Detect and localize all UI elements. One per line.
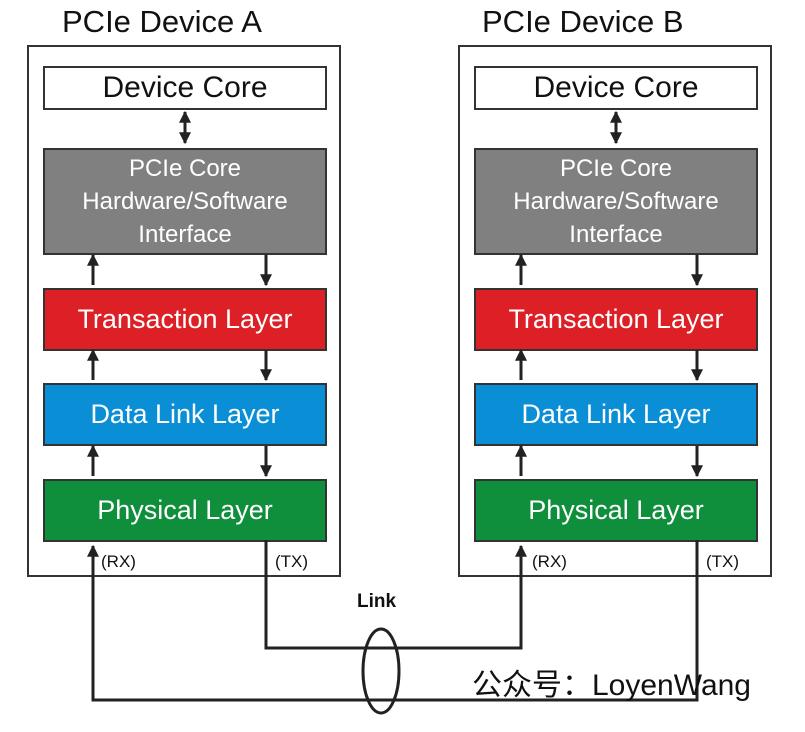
device-a-pcie-core-line-3: Interface — [138, 221, 232, 248]
device-b-device-core: Device Core — [474, 66, 758, 110]
watermark-text: 公众号：LoyenWang — [472, 669, 751, 702]
device-b-physical-layer: Physical Layer — [474, 479, 758, 542]
device-b-rx-label: (RX) — [532, 552, 567, 571]
device-a-tx-label: (TX) — [275, 552, 309, 571]
device-a-data-link-layer: Data Link Layer — [43, 383, 327, 446]
device-b-pcie-core-line-3: Interface — [569, 221, 663, 248]
device-a-rx-label: (RX) — [101, 552, 136, 571]
device-a-pcie-core: PCIe Core Hardware/Software Interface — [43, 148, 327, 255]
device-a-transaction-layer: Transaction Layer — [43, 288, 327, 351]
device-b-title: PCIe Device B — [482, 4, 684, 39]
device-a-device-core: Device Core — [43, 66, 327, 110]
link-wire-a-tx-to-b-rx — [264, 540, 527, 650]
device-b-transaction-layer: Transaction Layer — [474, 288, 758, 351]
device-b-pcie-core-line-1: PCIe Core — [559, 155, 673, 182]
link-label: Link — [357, 591, 397, 612]
device-a-pcie-core-line-2: Hardware/Software — [82, 188, 288, 215]
device-a-title: PCIe Device A — [62, 4, 262, 39]
device-b-tx-label: (TX) — [706, 552, 740, 571]
device-b-pcie-core: PCIe Core Hardware/Software Interface — [474, 148, 758, 255]
device-a-frame: Device Core PCIe Core Hardware/Software … — [27, 45, 341, 577]
device-b-pcie-core-line-2: Hardware/Software — [513, 188, 719, 215]
device-a-physical-layer: Physical Layer — [43, 479, 327, 542]
device-a-pcie-core-line-1: PCIe Core — [128, 155, 242, 182]
device-b-data-link-layer: Data Link Layer — [474, 383, 758, 446]
link-bundle-ellipse — [361, 627, 401, 715]
